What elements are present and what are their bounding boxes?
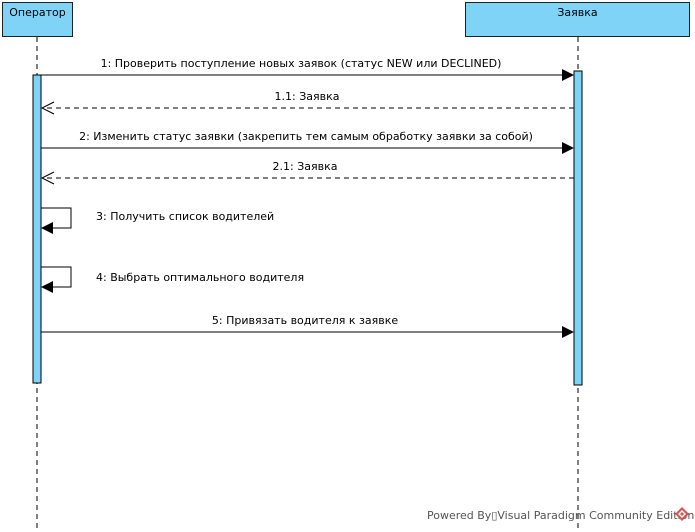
request-lifeline-head: Заявка [465,2,690,37]
message-3-arrowhead [41,222,53,234]
message-1-arrowhead [562,69,574,81]
operator-activation-bar [32,74,42,384]
request-lifeline-label: Заявка [557,6,598,19]
message-1-1-arrowhead [40,101,55,115]
request-activation-bar [573,70,583,386]
message-1-1-label: 1.1: Заявка [274,90,340,103]
message-5-arrowhead [562,326,574,338]
message-4-arrowhead [41,281,53,293]
operator-lifeline-label: Оператор [9,6,66,19]
message-4-label: 4: Выбрать оптимального водителя [96,271,305,284]
message-4-self-arrow [41,266,72,288]
message-3-self-arrow [41,207,72,229]
message-3-label: 3: Получить список водителей [96,210,275,223]
message-2-arrowhead [562,142,574,154]
operator-lifeline-head: Оператор [2,2,73,37]
powered-by-watermark: Powered By▯Visual Paradigm Community Edi… [427,509,695,522]
message-2-1-arrowhead [40,171,55,185]
message-1-label: 1: Проверить поступление новых заявок (с… [100,57,502,70]
message-2-label: 2: Изменить статус заявки (закрепить тем… [79,130,533,143]
message-2-1-label: 2.1: Заявка [272,160,338,173]
visual-paradigm-logo-icon [675,507,689,521]
message-5-label: 5: Привязать водителя к заявке [211,314,399,327]
